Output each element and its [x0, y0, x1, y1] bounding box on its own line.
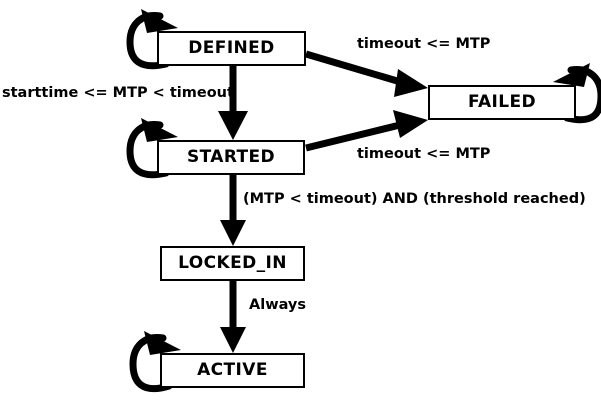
edge-defined-to-failed: [305, 50, 428, 97]
state-node-locked-in[interactable]: LOCKED_IN: [160, 246, 305, 281]
edge-started-to-locked-in: [220, 175, 246, 246]
state-node-started[interactable]: STARTED: [157, 140, 305, 175]
edge-label-started-to-failed: timeout <= MTP: [357, 146, 491, 162]
state-node-active[interactable]: ACTIVE: [160, 353, 305, 388]
edge-label-started-to-locked-in: (MTP < timeout) AND (threshold reached): [243, 191, 586, 207]
edge-started-to-failed: [305, 110, 428, 152]
edge-locked-in-to-active: [220, 281, 246, 353]
edge-active-self-loop: [129, 331, 181, 393]
state-node-failed[interactable]: FAILED: [428, 85, 576, 120]
edge-failed-self-loop: [553, 63, 601, 124]
edge-defined-to-started: [218, 66, 248, 140]
state-label-defined: DEFINED: [188, 38, 275, 58]
edge-label-defined-to-failed: timeout <= MTP: [357, 36, 491, 52]
state-label-started: STARTED: [186, 147, 276, 167]
edge-started-self-loop: [126, 118, 178, 179]
edge-label-locked-in-to-active: Always: [249, 297, 307, 313]
state-label-failed: FAILED: [467, 92, 537, 112]
state-label-locked-in: LOCKED_IN: [178, 253, 287, 273]
edge-defined-self-loop: [126, 9, 178, 70]
state-label-active: ACTIVE: [197, 360, 268, 380]
edge-label-defined-self-loop: starttime <= MTP < timeout: [2, 85, 234, 101]
state-node-defined[interactable]: DEFINED: [157, 31, 306, 66]
